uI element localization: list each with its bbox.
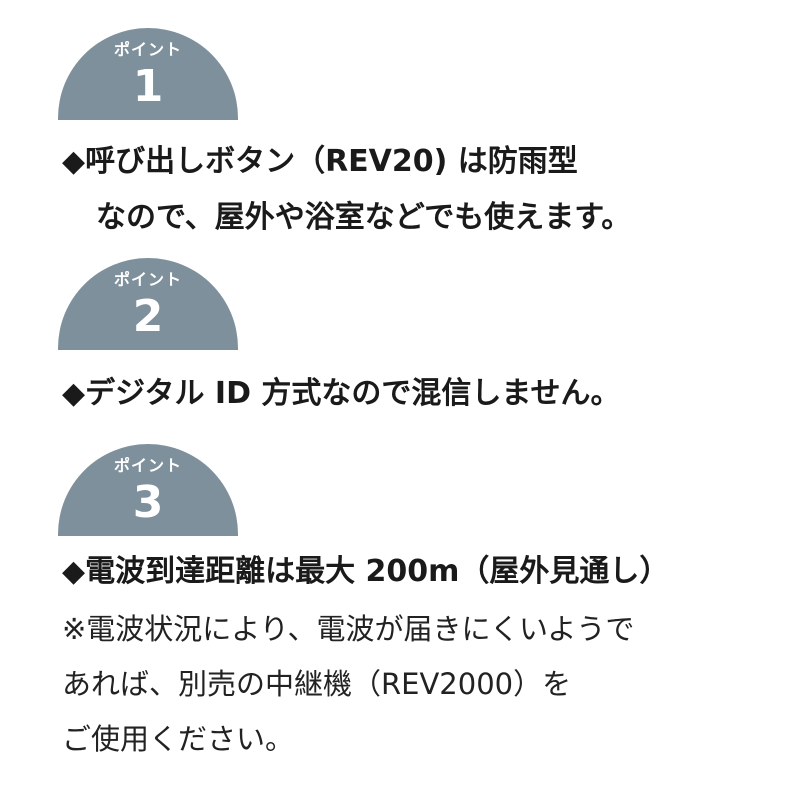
point-3-text: ◆電波到達距離は最大 200m（屋外見通し） [62,544,792,600]
note-line-2: あれば、別売の中継機（REV2000）を [62,667,572,701]
point-3-badge-number: 3 [132,477,164,528]
point-2-badge-label: ポイント [113,270,182,289]
point-3-line-1: ◆電波到達距離は最大 200m（屋外見通し） [62,554,670,589]
note-line-1: ※電波状況により、電波が届きにくいようで [62,612,635,646]
point-2-text: ◆デジタル ID 方式なので混信しません。 [62,366,792,422]
point-1-badge: ポイント 1 [58,28,238,120]
point-2-badge: ポイント 2 [58,258,238,350]
point-1-line-1: ◆呼び出しボタン（REV20) は防雨型 [62,144,578,179]
point-1-badge-number: 1 [132,61,164,112]
point-3-badge-label: ポイント [113,456,182,475]
relay-note: ※電波状況により、電波が届きにくいようで あれば、別売の中継機（REV2000）… [62,602,792,767]
point-1-badge-label: ポイント [113,40,182,59]
point-1-text: ◆呼び出しボタン（REV20) は防雨型 なので、屋外や浴室などでも使えます。 [62,134,792,246]
point-3-badge: ポイント 3 [58,444,238,536]
note-line-3: ご使用ください。 [62,722,295,756]
point-1-line-2: なので、屋外や浴室などでも使えます。 [96,200,632,235]
point-2-line-1: ◆デジタル ID 方式なので混信しません。 [62,376,621,411]
point-2-badge-number: 2 [132,291,164,342]
